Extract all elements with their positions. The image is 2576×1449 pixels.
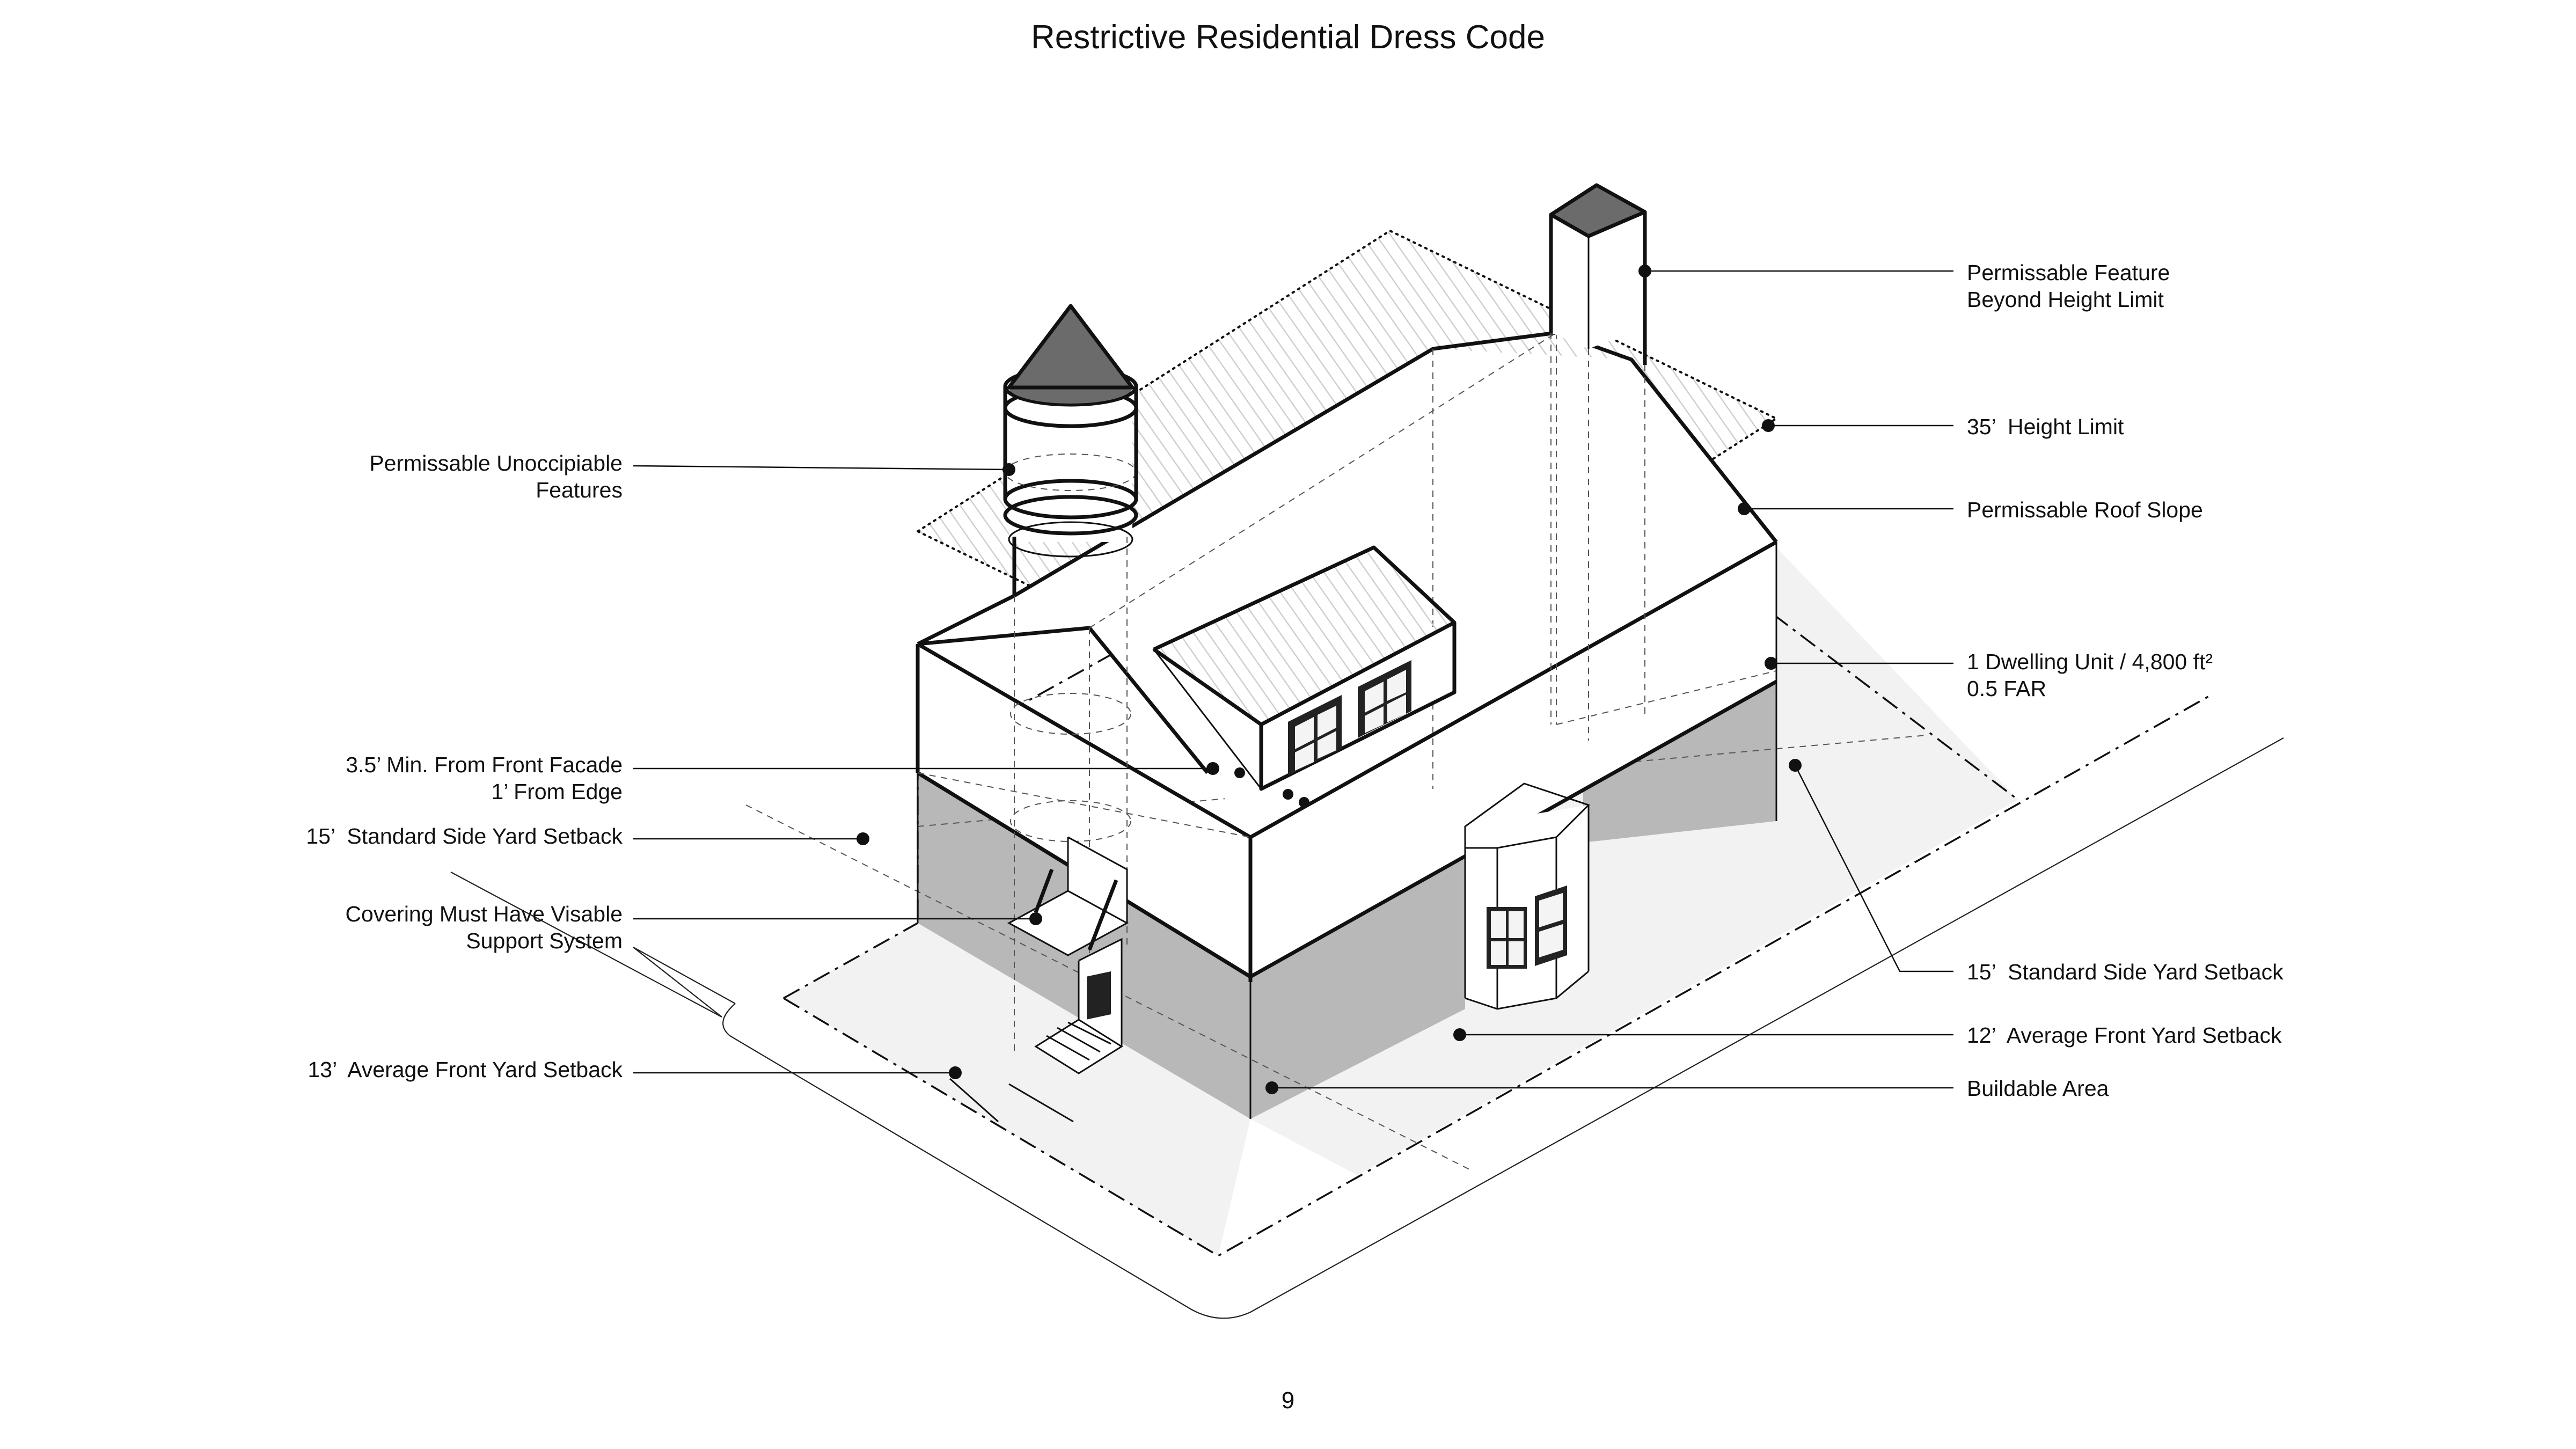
label-height-limit: 35’ Height Limit <box>1967 414 2124 439</box>
label-front-yard-left: 13’ Average Front Yard Setback <box>308 1057 623 1082</box>
label-side-yard-left: 15’ Standard Side Yard Setback <box>306 824 623 848</box>
roof-edge-dot <box>1283 789 1293 800</box>
house <box>916 331 1778 1119</box>
leader-dot-side-yard-right <box>1789 759 1802 772</box>
chimney <box>1549 183 1647 741</box>
front-yard-setback-right <box>1250 682 2018 1175</box>
entry-canopy <box>949 836 1129 1123</box>
label-roof-slope: Permissable Roof Slope <box>1967 497 2203 522</box>
annotation-leaders <box>633 265 1953 1094</box>
label-covering: Covering Must Have Visable Support Syste… <box>345 902 623 953</box>
leader-dot-height-limit <box>1762 419 1775 432</box>
roof-edge-dot <box>1234 767 1245 778</box>
leader-dot-buildable-area <box>1265 1081 1278 1094</box>
label-front-yard-right: 12’ Average Front Yard Setback <box>1967 1023 2282 1048</box>
leader-dot-side-yard-left <box>857 832 869 845</box>
page-number: 9 <box>1281 1387 1295 1414</box>
leader-dot-front-facade <box>1206 762 1219 775</box>
label-dwelling-unit: 1 Dwelling Unit / 4,800 ft² 0.5 FAR <box>1967 649 2213 701</box>
roof-edge-dot <box>1299 797 1309 808</box>
label-side-yard-right: 15’ Standard Side Yard Setback <box>1967 960 2284 984</box>
leader-dot-front-yard-right <box>1453 1028 1466 1041</box>
turret <box>1003 304 1138 1052</box>
label-buildable-area: Buildable Area <box>1967 1076 2109 1101</box>
leader-dot-dwelling-unit <box>1765 657 1777 670</box>
side-yard-setback-right <box>1776 547 2018 800</box>
label-feature-beyond-height: Permissable Feature Beyond Height Limit <box>1967 260 2170 312</box>
leader-dot-feature-beyond-height <box>1638 265 1651 277</box>
street-curb <box>450 737 2284 1319</box>
label-front-facade: 3.5’ Min. From Front Facade 1’ From Edge <box>346 752 623 804</box>
bay-window <box>1464 782 1590 1010</box>
leader-dot-unoccupiable <box>1002 463 1015 476</box>
leader-dot-covering <box>1029 912 1042 925</box>
page-title: Restrictive Residential Dress Code <box>1031 19 1545 56</box>
leader-dot-front-yard-left <box>949 1066 962 1079</box>
label-unoccupiable-features: Permissable Unoccipiable Features <box>369 451 623 502</box>
leader-dot-roof-slope <box>1738 502 1751 515</box>
